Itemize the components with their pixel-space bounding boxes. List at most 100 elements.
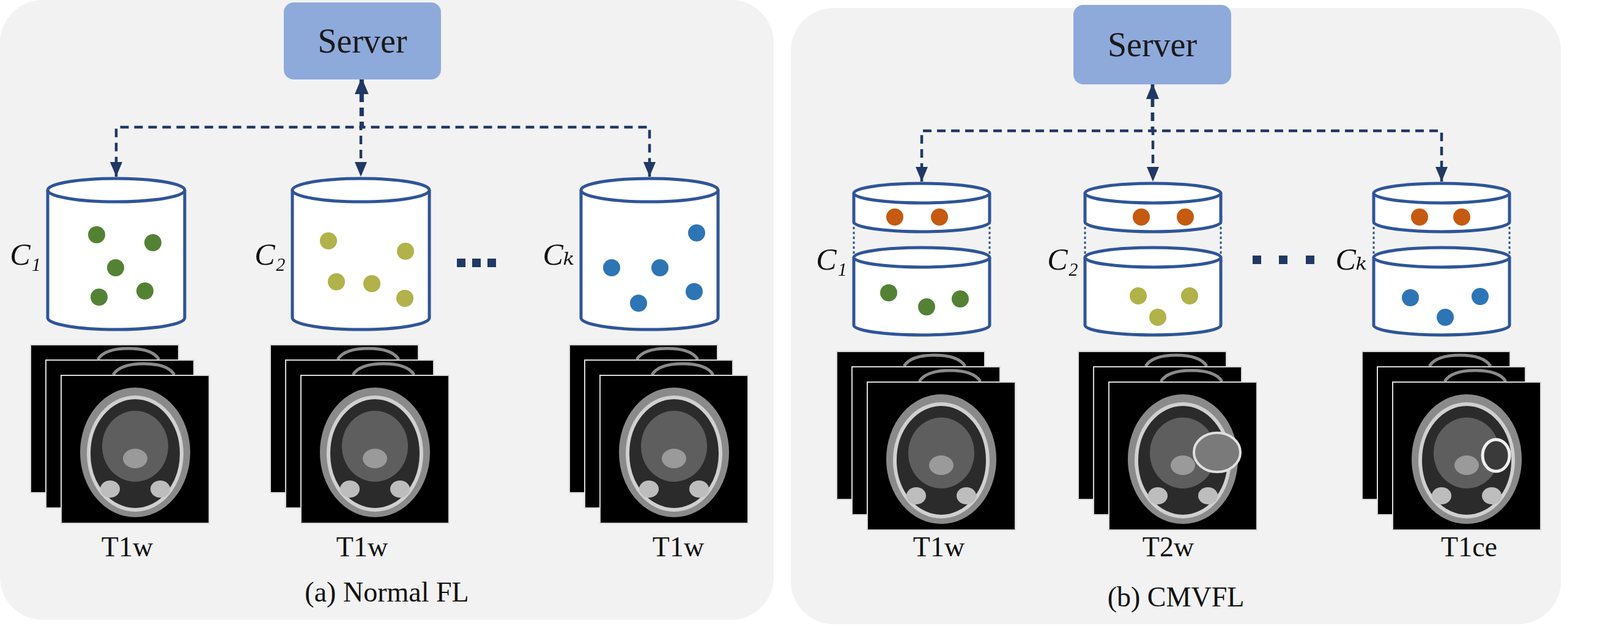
cylinder-top [292, 178, 430, 202]
cylinder-outline [1083, 181, 1223, 337]
mri-stack [836, 351, 1016, 531]
cylinder-outline [1371, 181, 1512, 337]
cylinder-top [1373, 247, 1510, 268]
panel-caption: (b) CMVFL [790, 581, 1561, 614]
data-dot [144, 234, 162, 252]
server-label: Server [317, 21, 407, 61]
dashed-connector [1152, 84, 1442, 182]
dotted-link [1373, 222, 1375, 258]
modality-label: T1ce [1440, 530, 1498, 564]
data-dot [396, 242, 415, 260]
modality-label: T1w [336, 530, 388, 564]
modality-label: T1w [652, 530, 704, 564]
cylinder-body [47, 190, 185, 330]
client-database: C₁ [851, 181, 992, 337]
dashed-connector [116, 79, 363, 177]
mri-stack [1078, 351, 1257, 531]
panel-caption: (a) Normal FL [0, 576, 774, 609]
client-label: Cₖ [542, 236, 575, 273]
dashed-connector [1151, 84, 1155, 182]
cylinder-top [47, 178, 185, 202]
cylinder-body [853, 257, 990, 336]
dashed-connector [921, 84, 1153, 182]
cylinder-top [1085, 183, 1221, 204]
dotted-link [1508, 222, 1511, 258]
cylinder-body [292, 190, 430, 330]
cylinder-top [853, 183, 990, 204]
client-label: C₁ [815, 241, 848, 278]
mri-stack [30, 344, 210, 524]
cylinder-body [1373, 257, 1510, 336]
ellipsis-dots [1252, 255, 1315, 265]
data-dot [1132, 208, 1150, 226]
client-label: C₁ [9, 236, 41, 273]
dotted-link [1220, 222, 1223, 258]
modality-label: T1w [913, 530, 965, 564]
t2-edema [1193, 433, 1241, 473]
modality-label: T1w [101, 530, 153, 564]
data-dot [327, 273, 345, 291]
data-dot [918, 298, 936, 316]
data-dot [1181, 287, 1199, 305]
data-dot [1176, 208, 1194, 226]
data-dot [688, 224, 706, 242]
client-database: C₂ [1083, 181, 1223, 337]
mri-stack [1362, 351, 1541, 531]
t1ce-lesion [1482, 439, 1510, 472]
data-dot [107, 259, 125, 277]
data-dot [685, 283, 703, 301]
data-dot [1453, 208, 1471, 226]
data-dot [1129, 287, 1147, 305]
data-dot [1436, 308, 1454, 326]
dotted-link [853, 222, 856, 258]
data-dot [886, 208, 904, 226]
data-dot [930, 208, 949, 226]
cylinder-outline [290, 176, 432, 332]
cylinder-outline [45, 176, 187, 332]
dotted-link [1084, 222, 1087, 258]
data-dot [1411, 208, 1429, 226]
data-dot [1401, 289, 1419, 307]
data-dot [651, 259, 669, 277]
cylinder-top [1085, 247, 1221, 268]
data-dot [90, 288, 108, 306]
data-dot [319, 232, 338, 250]
data-dot [880, 284, 898, 302]
server-label: Server [1107, 25, 1197, 65]
client-label: C₂ [254, 236, 286, 273]
cylinder-body [1085, 257, 1221, 336]
data-dot [363, 275, 381, 293]
cylinder-top [1373, 183, 1510, 204]
server-box: Server [283, 2, 441, 80]
ellipsis-dots [456, 258, 497, 268]
data-dot [951, 290, 969, 308]
data-dot [136, 282, 154, 300]
client-label: Cₖ [1335, 241, 1367, 278]
modality-label: T2w [1142, 530, 1194, 564]
data-dot [88, 226, 106, 244]
mri-stack [569, 344, 749, 524]
cylinder-outline [851, 181, 992, 337]
data-dot [629, 294, 648, 312]
client-database: C₂ [290, 176, 432, 332]
data-dot [603, 259, 621, 277]
dashed-connector [359, 79, 363, 177]
data-dot [396, 289, 414, 308]
server-box: Server [1073, 4, 1232, 85]
cylinder-top [581, 178, 719, 202]
client-database: Cₖ [1371, 181, 1512, 337]
dashed-connector [362, 79, 651, 177]
data-dot [1149, 308, 1167, 326]
mri-stack [270, 344, 449, 524]
dotted-link [988, 222, 991, 258]
data-dot [1471, 288, 1489, 306]
cylinder-body [581, 190, 719, 330]
client-database: Cₖ [579, 176, 720, 332]
cylinder-top [853, 247, 990, 268]
cylinder-outline [579, 176, 720, 332]
panel: (a) Normal FL ServerC₁ C₂ Cₖ [0, 0, 774, 621]
client-database: C₁ [45, 176, 187, 332]
client-label: C₂ [1047, 241, 1079, 278]
